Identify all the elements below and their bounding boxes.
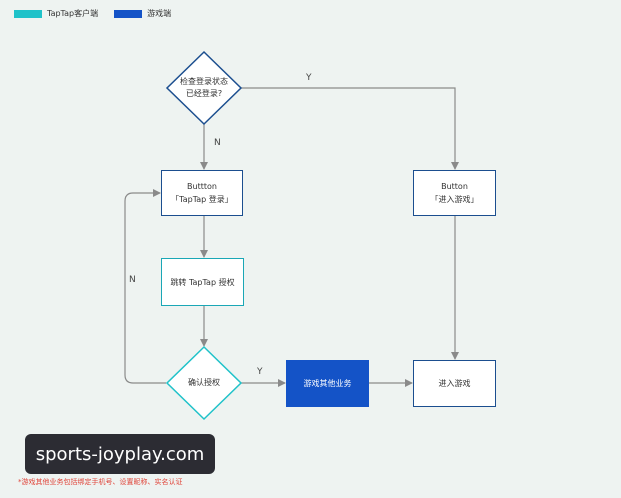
jump-taptap-auth-node: 跳转 TapTap 授权 bbox=[161, 258, 244, 306]
legend-swatch-client bbox=[14, 9, 42, 18]
taptap-login-button-node: Buttton 「TapTap 登录」 bbox=[161, 170, 243, 216]
check-login-line1: 检查登录状态 bbox=[180, 77, 228, 86]
edge-label-yes-right: Y bbox=[257, 367, 263, 377]
diamond-confirm-auth bbox=[165, 345, 243, 421]
legend: TapTap客户端 游戏端 bbox=[14, 8, 171, 19]
diamond-check-login bbox=[165, 50, 243, 126]
check-login-label: 检查登录状态 已经登录? bbox=[164, 76, 244, 100]
footnote: *游戏其他业务包括绑定手机号、设置昵称、实名认证 bbox=[18, 478, 183, 486]
edge-label-no-loop: N bbox=[129, 275, 136, 285]
enter-game-button-line2: 「进入游戏」 bbox=[430, 195, 479, 204]
enter-game-node: 进入游戏 bbox=[413, 360, 496, 407]
enter-game-button-node: Button 「进入游戏」 bbox=[413, 170, 496, 216]
legend-swatch-game bbox=[114, 9, 143, 18]
game-business-node: 游戏其他业务 bbox=[286, 360, 369, 407]
edge-check-to-enter-button bbox=[241, 87, 459, 170]
edge-label-no-down: N bbox=[214, 138, 221, 148]
edge-confirm-loop-back bbox=[124, 189, 166, 384]
taptap-login-button-line1: Buttton bbox=[187, 182, 217, 191]
legend-label-client: TapTap客户端 bbox=[47, 9, 99, 18]
enter-game-button-line1: Button bbox=[441, 182, 468, 191]
game-business-label: 游戏其他业务 bbox=[303, 379, 352, 388]
legend-item-client: TapTap客户端 bbox=[14, 8, 98, 19]
legend-label-game: 游戏端 bbox=[147, 9, 172, 18]
enter-game-label: 进入游戏 bbox=[438, 379, 471, 388]
confirm-auth-label: 确认授权 bbox=[188, 378, 220, 387]
taptap-login-button-line2: 「TapTap 登录」 bbox=[171, 195, 233, 204]
jump-taptap-auth-label: 跳转 TapTap 授权 bbox=[170, 277, 235, 287]
legend-item-game: 游戏端 bbox=[114, 8, 171, 19]
watermark-badge: sports-joyplay.com bbox=[25, 434, 215, 474]
edge-label-yes-top: Y bbox=[306, 73, 312, 83]
check-login-line2: 已经登录? bbox=[185, 89, 223, 98]
